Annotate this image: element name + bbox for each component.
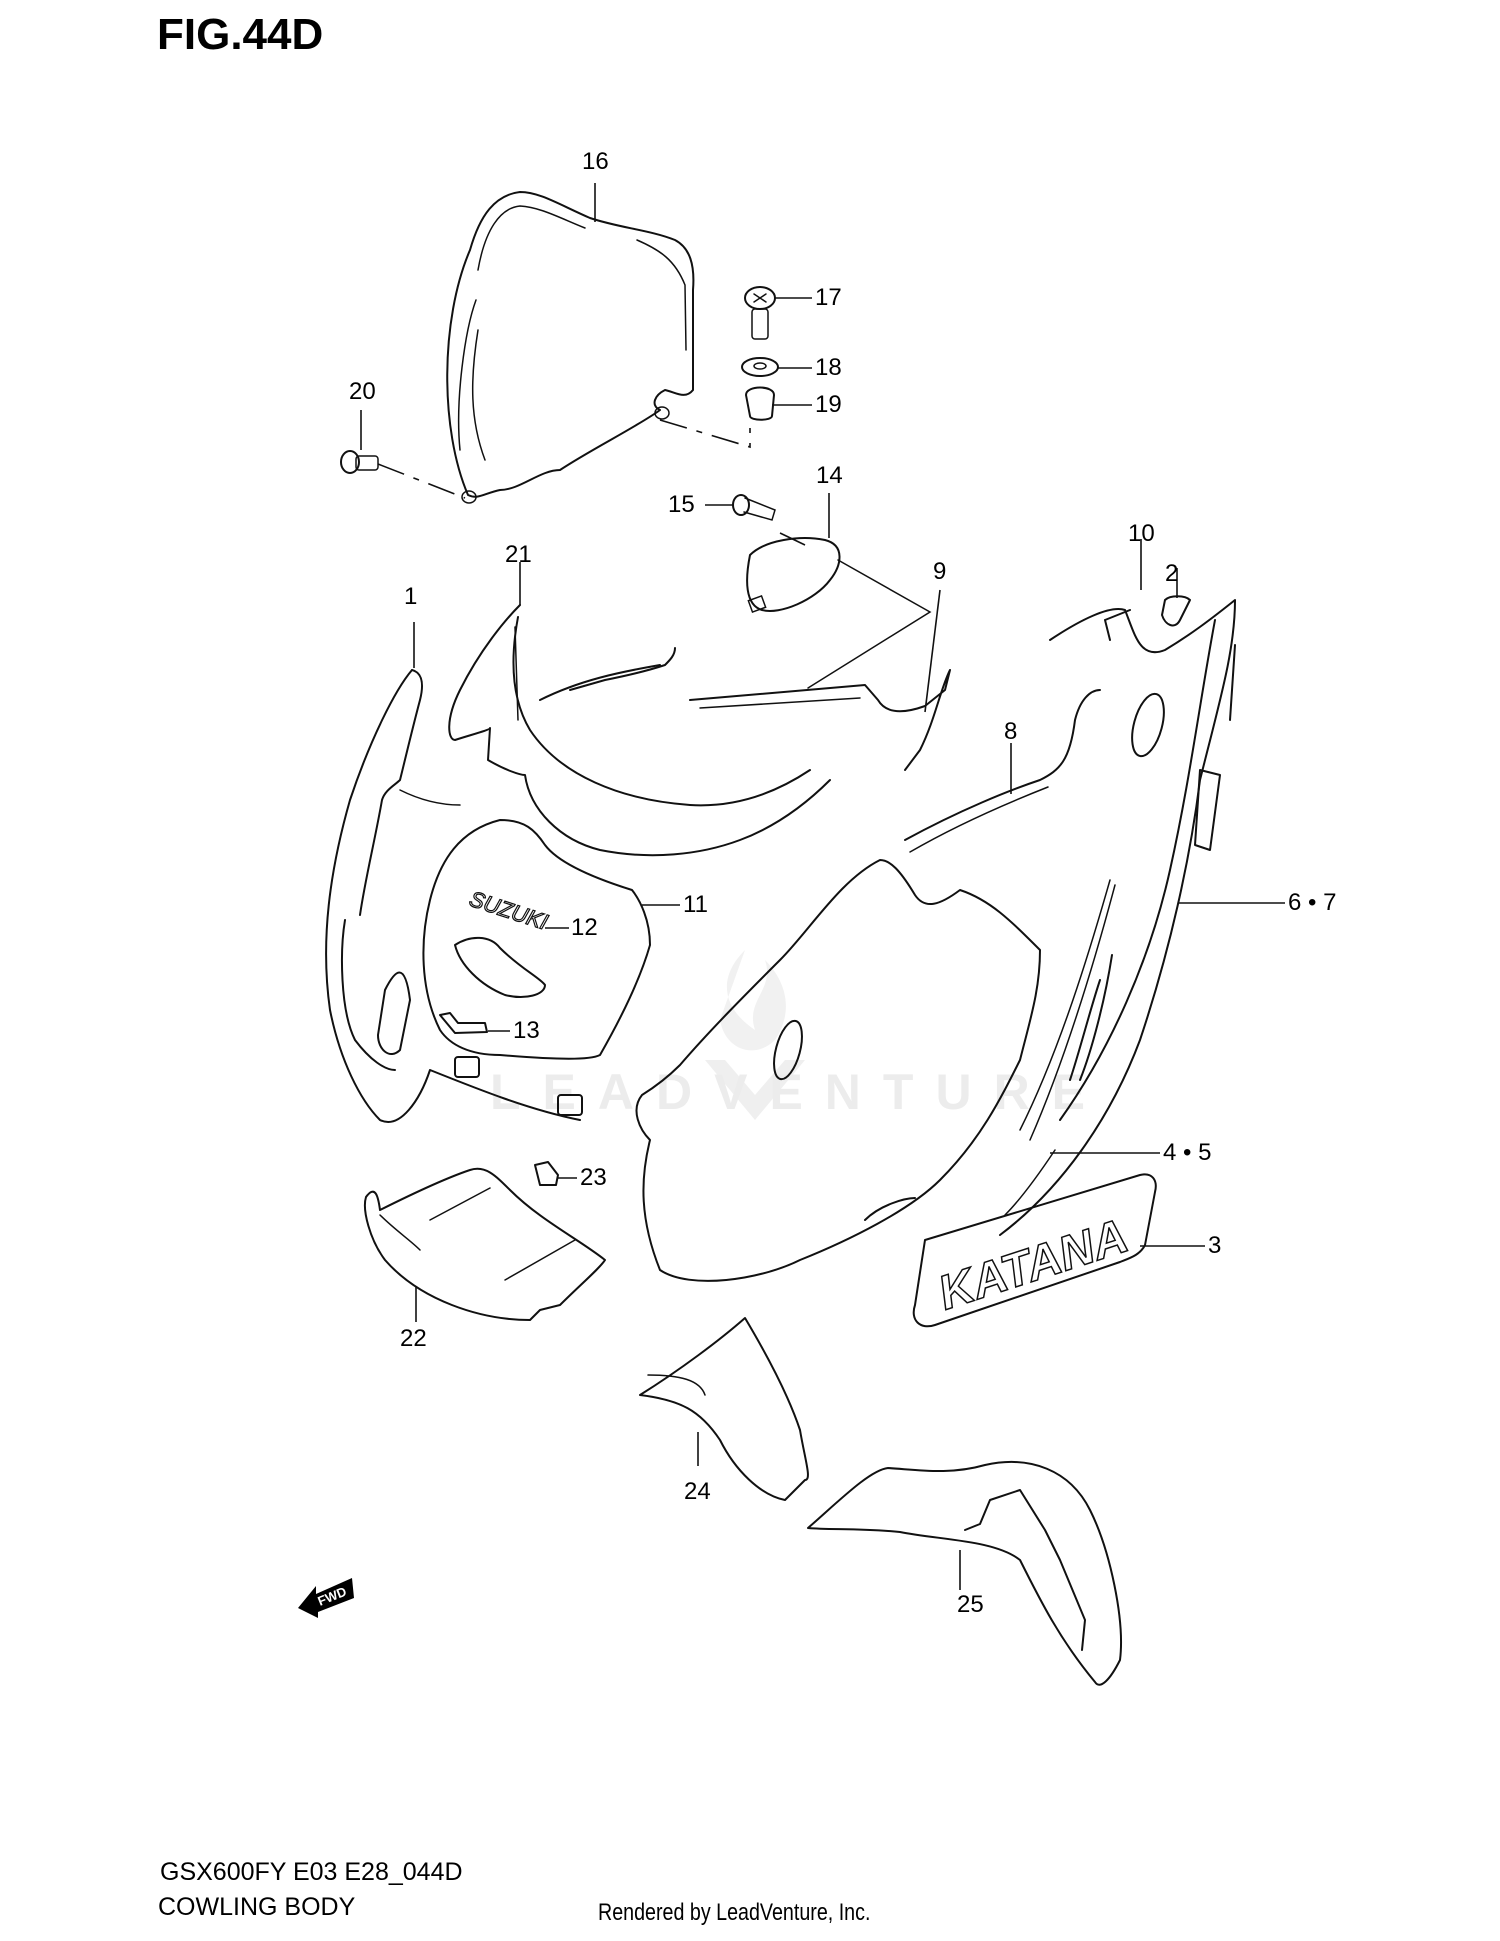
svg-text:SUZUKI: SUZUKI [466, 886, 550, 935]
callout-20[interactable]: 20 [349, 378, 376, 405]
part-1-side-cowl[interactable] [325, 622, 583, 1123]
callout-23[interactable]: 23 [580, 1164, 607, 1191]
part-12-suzuki-decal[interactable]: SUZUKI [454, 885, 569, 998]
callout-19[interactable]: 19 [815, 391, 842, 418]
part-18-washer[interactable] [741, 357, 812, 377]
callout-10[interactable]: 10 [1128, 520, 1155, 547]
part-2-bracket[interactable] [1161, 568, 1191, 627]
part-3-katana-decal[interactable]: KATANA [912, 1173, 1205, 1328]
section-name: COWLING BODY [158, 1893, 356, 1921]
part-22-under-cowl[interactable] [364, 1167, 606, 1322]
part-20-fastener[interactable] [340, 410, 379, 474]
callout-14[interactable]: 14 [816, 462, 843, 489]
callout-13[interactable]: 13 [513, 1017, 540, 1044]
callout-24[interactable]: 24 [684, 1478, 711, 1505]
leadventure-watermark-logo [705, 950, 805, 1120]
callout-2[interactable]: 2 [1165, 560, 1179, 587]
callout-16[interactable]: 16 [582, 148, 609, 175]
part-15-bolt[interactable] [705, 494, 776, 521]
callout-15[interactable]: 15 [668, 491, 695, 518]
center-inner-panel [635, 859, 1041, 1282]
part-9-trim[interactable] [689, 589, 951, 771]
callout-6-7[interactable]: 6 • 7 [1288, 889, 1337, 916]
part-11-lower-panel[interactable] [422, 819, 680, 1060]
part-21-inner-cowl[interactable] [448, 562, 831, 857]
callout-9[interactable]: 9 [933, 558, 947, 585]
part-10-bracket[interactable] [1104, 539, 1142, 641]
part-13-clip[interactable] [439, 1012, 510, 1034]
callout-22[interactable]: 22 [400, 1325, 427, 1352]
callout-4-5[interactable]: 4 • 5 [1163, 1139, 1212, 1166]
rendered-by-credit: Rendered by LeadVenture, Inc. [598, 1899, 871, 1926]
model-code: GSX600FY E03 E28_044D [160, 1858, 463, 1886]
part-25-lower-side[interactable] [807, 1461, 1122, 1686]
part-4-5-stripe[interactable] [1004, 879, 1160, 1216]
callout-3[interactable]: 3 [1208, 1232, 1222, 1259]
callout-17[interactable]: 17 [815, 284, 842, 311]
callout-1[interactable]: 1 [404, 583, 418, 610]
callout-25[interactable]: 25 [957, 1591, 984, 1618]
figure-title: FIG.44D [157, 10, 324, 59]
part-24-inner-fairing[interactable] [639, 1317, 809, 1501]
part-6-7-side-cowl[interactable] [999, 599, 1285, 1236]
forward-direction-arrow-icon: FWD [298, 1578, 354, 1618]
callout-12[interactable]: 12 [571, 914, 598, 941]
part-16-windscreen[interactable] [446, 183, 695, 504]
svg-text:KATANA: KATANA [932, 1210, 1134, 1321]
part-8-strip[interactable] [904, 689, 1101, 853]
callout-8[interactable]: 8 [1004, 718, 1018, 745]
leadventure-watermark-text: LEADVENTURE [490, 1064, 1108, 1120]
part-23-clip[interactable] [534, 1161, 577, 1186]
part-14-cover[interactable] [746, 493, 841, 613]
callout-18[interactable]: 18 [815, 354, 842, 381]
part-17-screw[interactable] [744, 286, 812, 340]
part-19-grommet[interactable] [745, 386, 812, 421]
callout-21[interactable]: 21 [505, 541, 532, 568]
callout-11[interactable]: 11 [683, 891, 708, 918]
